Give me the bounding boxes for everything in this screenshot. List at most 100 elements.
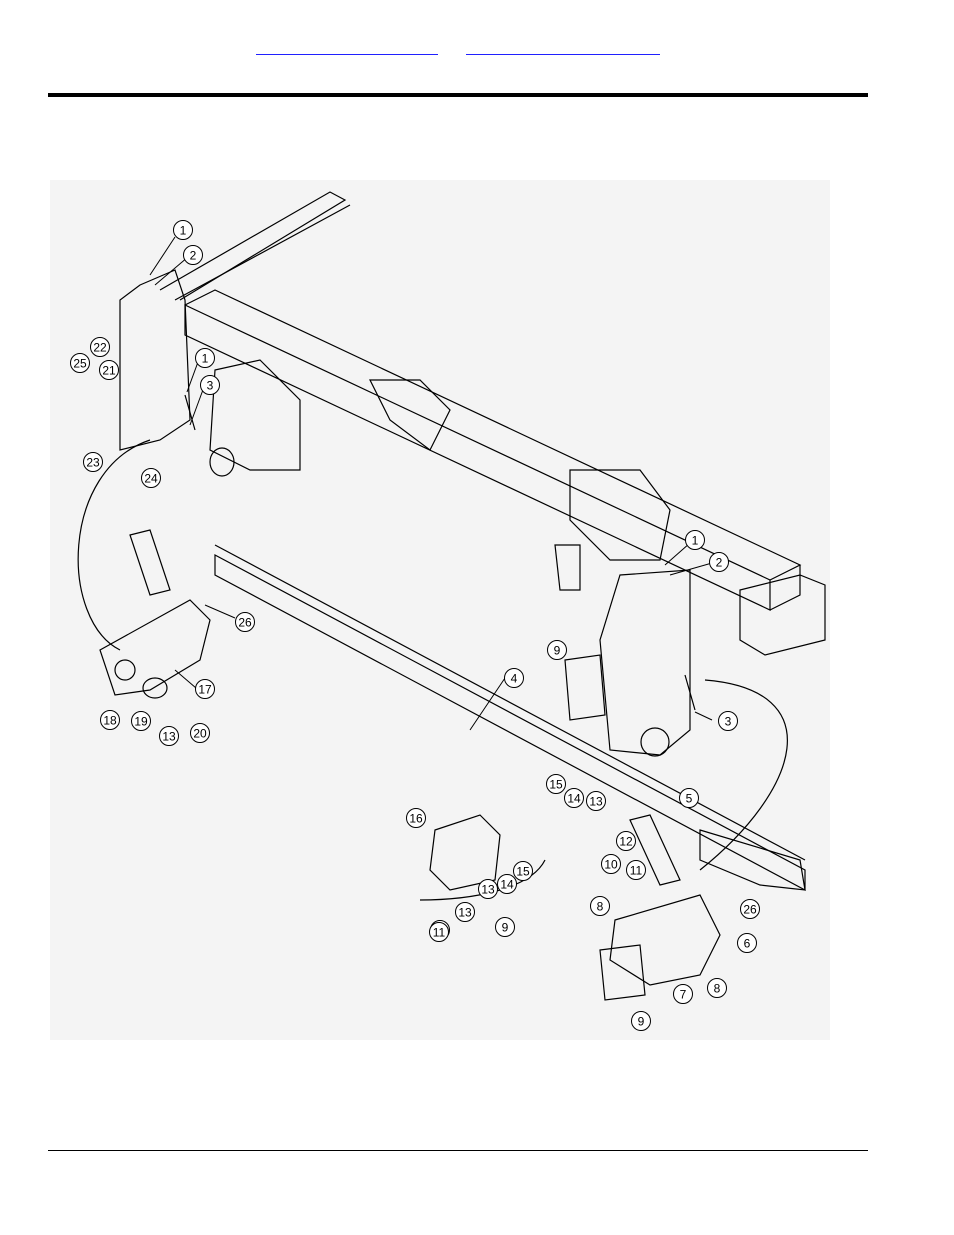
callout-c11a: 11 — [626, 860, 646, 880]
callout-label: 26 — [238, 616, 252, 630]
callout-label: 15 — [516, 865, 530, 879]
callout-label: 14 — [567, 792, 581, 806]
callout-label: 18 — [103, 714, 117, 728]
callout-label: 24 — [144, 472, 158, 486]
callout-c7: 7 — [673, 984, 693, 1004]
callout-c18: 18 — [100, 710, 120, 730]
callout-circle — [429, 922, 449, 942]
callout-label: 5 — [686, 792, 693, 806]
callout-circle — [504, 668, 524, 688]
callout-label: 26 — [743, 903, 757, 917]
callout-label: 9 — [554, 644, 561, 658]
callout-c1b: 1 — [195, 348, 215, 368]
callout-c10: 10 — [601, 854, 621, 874]
callout-label: 9 — [502, 921, 509, 935]
callout-circle — [546, 774, 566, 794]
callout-circle — [685, 530, 705, 550]
callout-label: 14 — [500, 878, 514, 892]
callout-c9b: 9 — [495, 917, 515, 937]
parts-diagram-background — [50, 180, 830, 1040]
callout-label: 19 — [134, 715, 148, 729]
callout-c13b: 13 — [586, 791, 606, 811]
callout-circle — [478, 879, 498, 899]
callout-circle — [495, 917, 515, 937]
callout-circle — [195, 679, 215, 699]
callout-label: 13 — [589, 795, 603, 809]
callout-label: 6 — [744, 937, 751, 951]
callout-label: 13 — [458, 906, 472, 920]
callout-circle — [626, 860, 646, 880]
callout-label: 11 — [630, 864, 643, 878]
callout-label: 13 — [162, 730, 176, 744]
callout-circle — [131, 711, 151, 731]
callout-circle — [195, 348, 215, 368]
header-link-2[interactable] — [466, 40, 660, 55]
callout-circle — [601, 854, 621, 874]
callout-leaders — [149, 236, 713, 731]
callout-c8b: 8 — [707, 978, 727, 998]
callout-circle — [100, 710, 120, 730]
frame-linework — [77, 191, 826, 1001]
callout-c14b: 14 — [497, 874, 517, 894]
callout-label: 4 — [511, 672, 518, 686]
header-rule — [48, 93, 868, 97]
callout-label: 16 — [409, 812, 423, 826]
callout-label: 2 — [190, 249, 197, 263]
callout-label: 13 — [481, 883, 495, 897]
callout-c12: 12 — [616, 831, 636, 851]
callout-c2b: 2 — [709, 552, 729, 572]
callout-circle — [141, 468, 161, 488]
callout-circle — [547, 640, 567, 660]
callout-c25: 25 — [70, 353, 90, 373]
callout-circle — [718, 711, 738, 731]
callout-c23: 23 — [83, 452, 103, 472]
footer-rule — [48, 1150, 868, 1151]
callout-label: 12 — [619, 835, 633, 849]
callout-circle — [707, 978, 727, 998]
callout-c3b: 3 — [718, 711, 738, 731]
callout-c11c: 11 — [429, 922, 449, 942]
callout-circle — [99, 360, 119, 380]
callout-c1a: 1 — [173, 220, 193, 240]
callout-label: 20 — [193, 727, 207, 741]
callout-label: 3 — [207, 379, 214, 393]
callout-circle — [709, 552, 729, 572]
callout-c26b: 26 — [740, 899, 760, 919]
callout-label: 15 — [549, 778, 563, 792]
callout-c20: 20 — [190, 723, 210, 743]
callout-label: 11 — [433, 926, 446, 940]
callout-circle — [586, 791, 606, 811]
callout-c2a: 2 — [183, 245, 203, 265]
callout-c13d: 13 — [455, 902, 475, 922]
callout-c22: 22 — [90, 337, 110, 357]
callout-c9a: 9 — [547, 640, 567, 660]
callout-c3a: 3 — [200, 375, 220, 395]
callout-circle — [406, 808, 426, 828]
callout-circle — [616, 831, 636, 851]
callout-c26a: 26 — [235, 612, 255, 632]
callout-c5: 5 — [679, 788, 699, 808]
callout-circle — [497, 874, 517, 894]
callout-label: 22 — [93, 341, 107, 355]
callout-label: 7 — [680, 988, 687, 1002]
callout-label: 1 — [180, 224, 187, 238]
callout-circle — [737, 933, 757, 953]
callout-label: 17 — [198, 683, 212, 697]
callout-label: 3 — [725, 715, 732, 729]
callout-c13a: 13 — [159, 726, 179, 746]
callout-c15b: 15 — [513, 861, 533, 881]
callout-c16: 16 — [406, 808, 426, 828]
callout-circle — [455, 902, 475, 922]
callout-circle — [564, 788, 584, 808]
header-link-1[interactable] — [256, 40, 438, 55]
callout-c24: 24 — [141, 468, 161, 488]
callout-label: 2 — [716, 556, 723, 570]
callout-circle — [631, 1011, 651, 1031]
callout-circle — [70, 353, 90, 373]
callout-c15a: 15 — [546, 774, 566, 794]
callout-circle — [513, 861, 533, 881]
callout-c6: 6 — [737, 933, 757, 953]
callout-circle — [183, 245, 203, 265]
callout-label: 9 — [638, 1015, 645, 1029]
